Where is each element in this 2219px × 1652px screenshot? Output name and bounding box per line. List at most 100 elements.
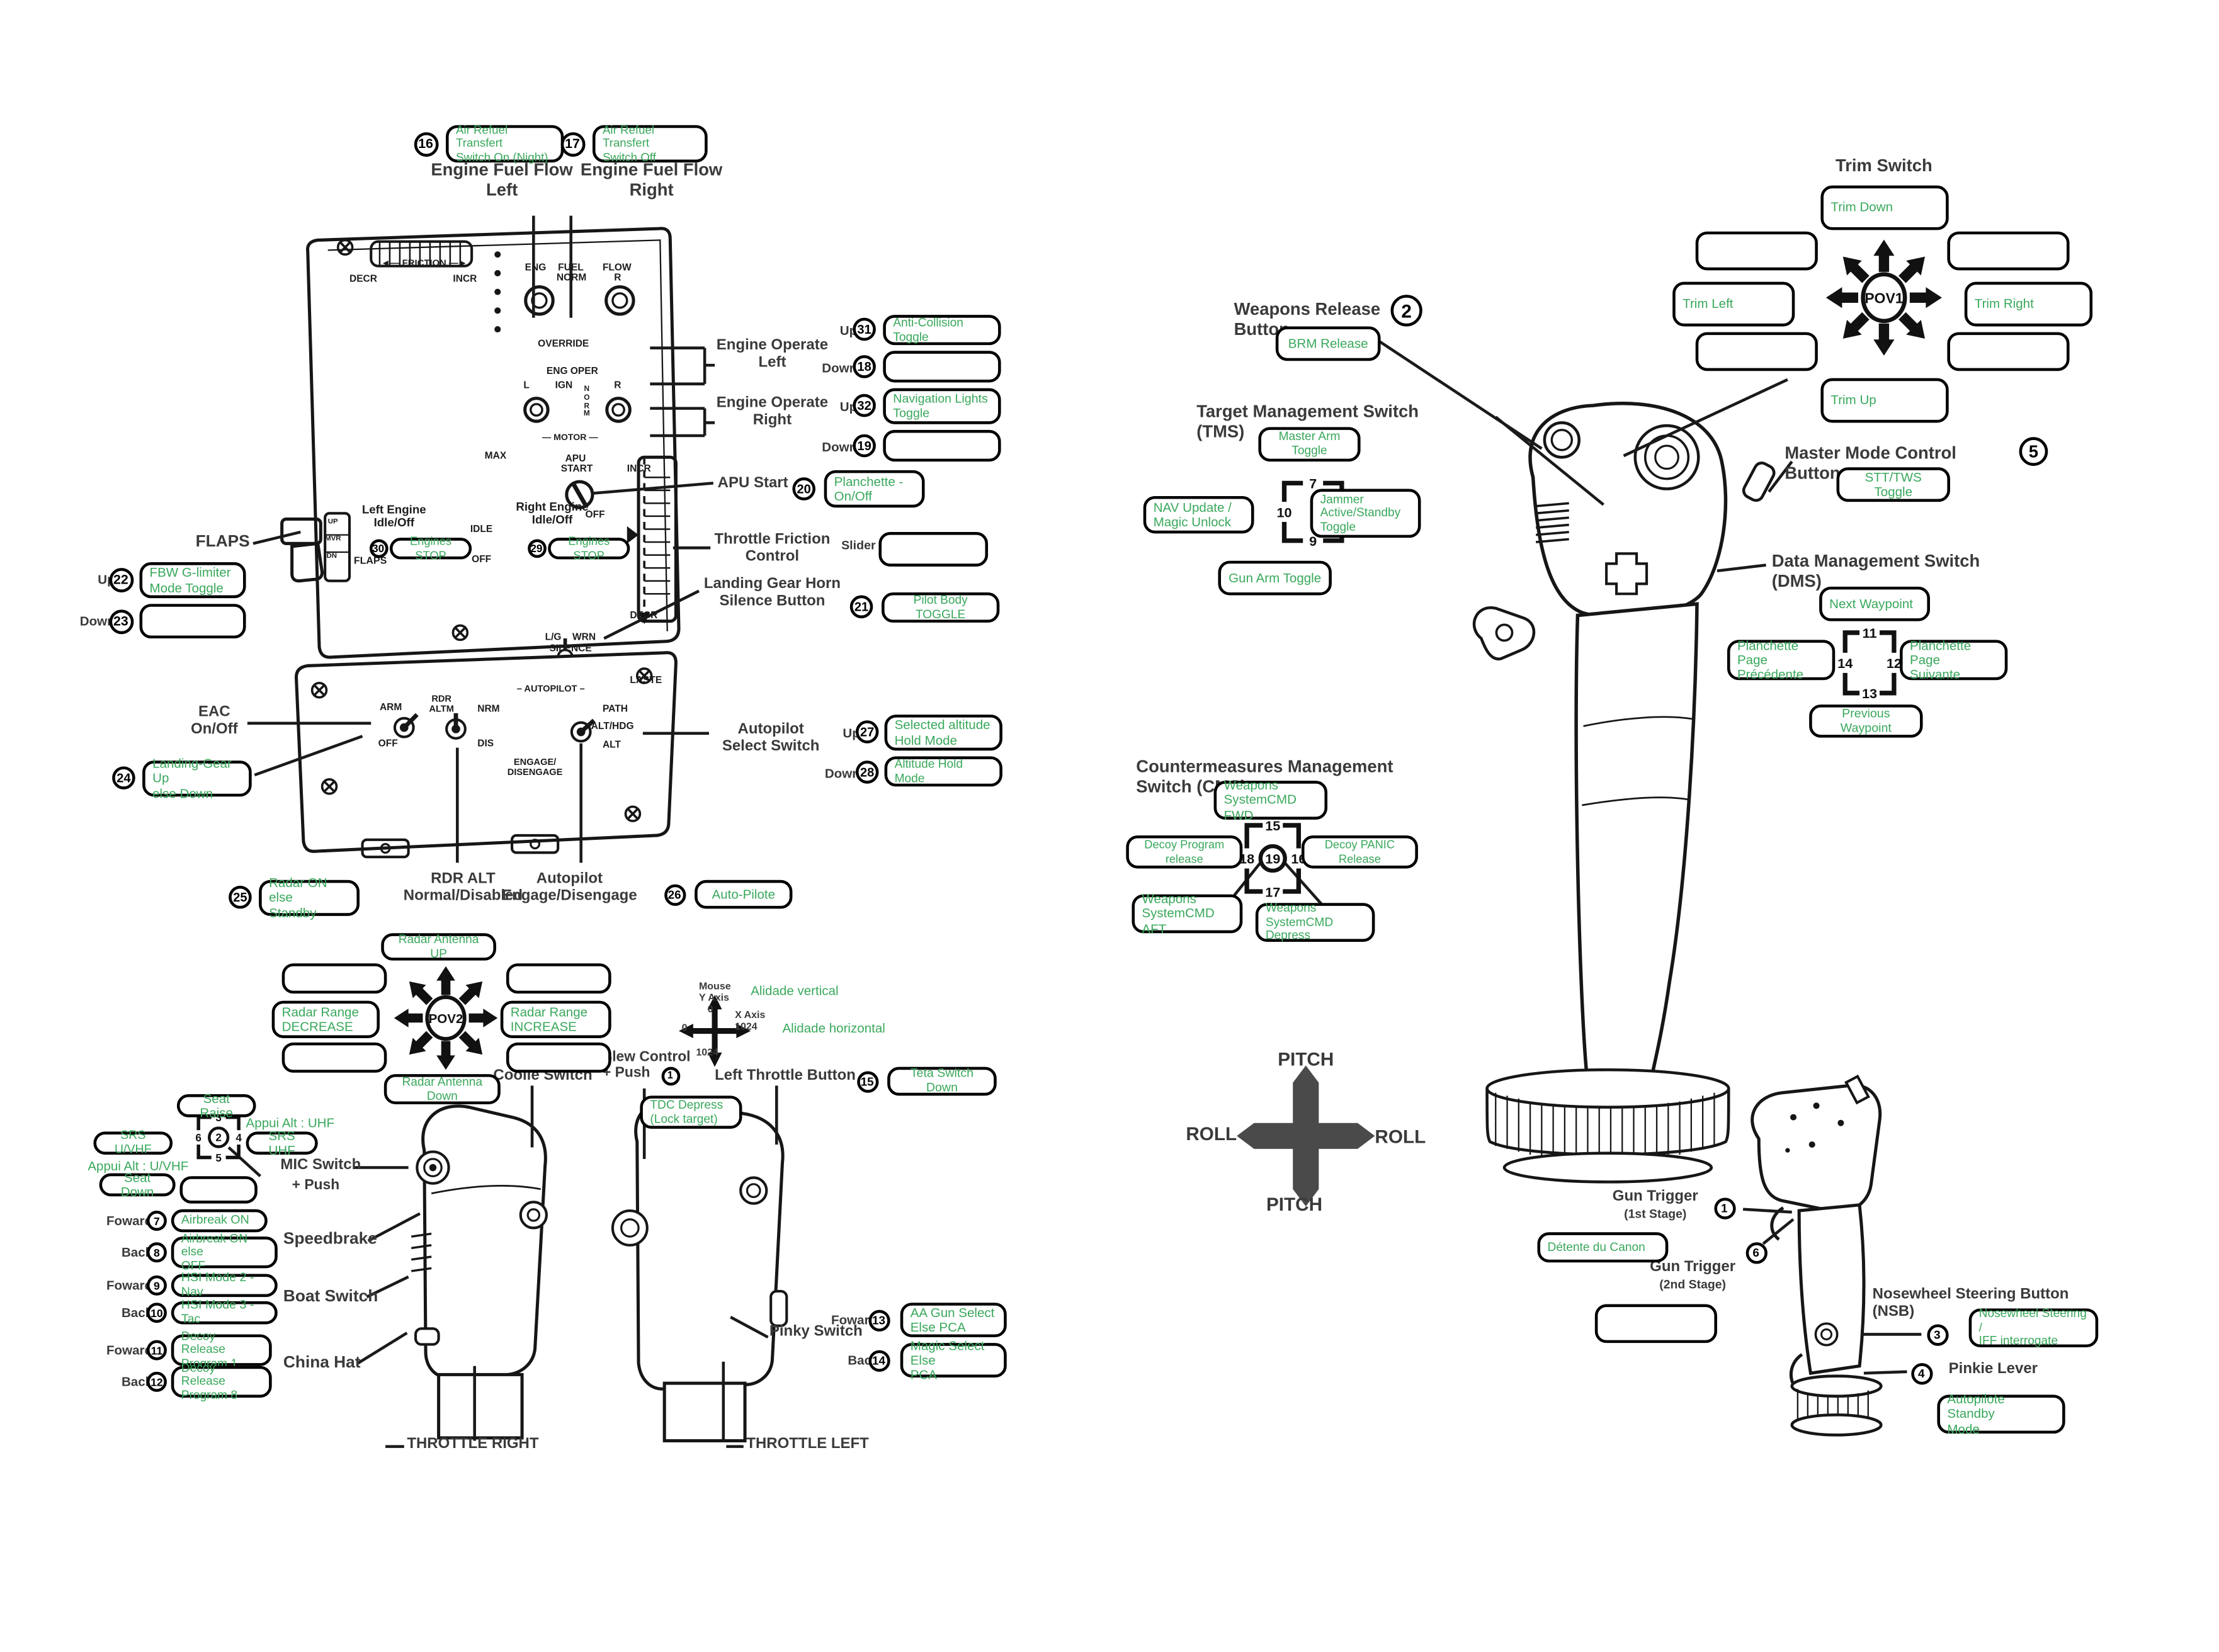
label-arm: ARM <box>379 703 402 713</box>
connector-line <box>1494 416 1604 506</box>
box-planchette-prec: Planchette Page Précédente <box>1727 638 1836 682</box>
box-alt-hold: Altitude Hold Mode <box>884 756 1002 787</box>
badge-12: 12 <box>146 1371 167 1392</box>
badge-1: 1 <box>661 1066 680 1085</box>
label-down-28: Down <box>824 766 860 781</box>
mic-bracket-bottom: 5 <box>215 1152 222 1164</box>
empty-box-mic-empty <box>179 1176 258 1204</box>
label-appui-alt-uvhf: Appui Alt : U/VHF <box>88 1158 189 1174</box>
label-back-10: Back <box>121 1305 153 1320</box>
dms-bracket-bottom: 13 <box>1862 686 1877 701</box>
mic-bracket-left: 6 <box>195 1132 201 1144</box>
empty-box-pov2-ne-empty <box>506 963 611 994</box>
label-dms-title: Data Management Switch (DMS) <box>1771 550 1980 591</box>
label-foward-11: Foward <box>106 1343 153 1358</box>
badge-19: 19 <box>853 434 876 458</box>
empty-box-empty-18 <box>883 351 1001 383</box>
label-flaps: FLAPS <box>195 533 250 551</box>
box-fbw-glimiter: FBW G-limiter Mode Toggle <box>139 562 246 599</box>
label-down-19: Down <box>822 439 858 455</box>
label-eng: ENG <box>525 263 547 273</box>
connector-line <box>366 1276 409 1299</box>
label-apu: APU <box>565 454 586 465</box>
dms-bracket-left: 14 <box>1837 655 1853 671</box>
tms-bracket-left: 10 <box>1276 504 1291 520</box>
empty-box-pov2-sw-empty <box>281 1042 387 1073</box>
label-pitch-bottom: PITCH <box>1266 1193 1323 1215</box>
label-china-hat: China Hat <box>283 1354 361 1372</box>
label-x-zero: 0 <box>681 1024 688 1034</box>
label-engine-operate-right: Engine Operate Right <box>716 393 829 429</box>
badge-24: 24 <box>112 766 135 789</box>
label-autopilot-select: Autopilot Select Switch <box>722 720 820 755</box>
label-start: START <box>560 464 593 475</box>
label-eac-onoff: EAC On/Off <box>190 703 238 738</box>
box-gun-arm: Gun Arm Toggle <box>1218 560 1332 596</box>
label-down-18: Down <box>822 361 858 376</box>
box-engines-stop-left: Engines STOP <box>389 536 472 562</box>
box-planchette-suiv: Planchette Page Suivante <box>1900 638 2008 682</box>
empty-box-empty-friction <box>878 532 989 567</box>
label-speedbrake: Speedbrake <box>283 1231 377 1248</box>
box-trim-up: Trim Up <box>1820 378 1949 423</box>
empty-box-trim-sw-empty <box>1695 332 1818 371</box>
badge-30: 30 <box>368 538 388 558</box>
label-trim-switch: Trim Switch <box>1835 155 1932 176</box>
label-flow: FLOW <box>602 263 632 273</box>
badge-15: 15 <box>856 1070 878 1092</box>
label-appui-alt-uhf: Appui Alt : UHF <box>246 1116 335 1131</box>
box-anti-collision: Anti-Collision Toggle <box>883 315 1001 346</box>
badge-13: 13 <box>868 1309 890 1331</box>
label-lg: L/G <box>545 632 562 643</box>
box-master-arm: Master Arm Toggle <box>1258 427 1361 462</box>
box-srs-uhf: SRS UHF <box>246 1128 318 1158</box>
label-x-axis-1024: X Axis 1024 <box>735 1010 766 1032</box>
label-decr-2: DECR <box>630 611 658 621</box>
box-hsi-mode3: HSI Mode 3 - Tac <box>171 1298 278 1326</box>
badge-29: 29 <box>527 538 546 558</box>
label-off-mid: OFF <box>472 555 492 565</box>
box-aa-gun-select: AA Gun Select Else PCA <box>900 1303 1007 1338</box>
connector-line <box>1863 1370 1907 1375</box>
box-nav-update: NAV Update / Magic Unlock <box>1143 495 1254 534</box>
box-sel-alt-hold: Selected altitude Hold Mode <box>884 715 1002 751</box>
box-seat-down: Seat Down <box>99 1170 176 1199</box>
badge-17: 17 <box>560 131 585 156</box>
box-air-refuel-off: Air Refuel Transfert Switch Off <box>592 123 708 164</box>
mic-bracket-right: 4 <box>236 1132 242 1144</box>
empty-box-pov2-se-empty <box>506 1042 611 1073</box>
badge-22: 22 <box>108 567 133 592</box>
badge-18: 18 <box>853 355 876 378</box>
joystick-illustration <box>1472 402 1776 1184</box>
label-roll-right: ROLL <box>1375 1126 1426 1148</box>
mic-bracket-top: 3 <box>215 1112 222 1124</box>
badge-32: 32 <box>853 393 876 417</box>
badge-3: 3 <box>1926 1323 1948 1345</box>
badge-26: 26 <box>664 883 686 905</box>
svg-text:POV2: POV2 <box>429 1012 463 1026</box>
label-left-engine: Left Engine Idle/Off <box>361 503 426 529</box>
connector-line <box>1762 1218 1795 1245</box>
label-engine-operate-left: Engine Operate Left <box>716 336 829 371</box>
badge-1: 1 <box>1713 1197 1735 1219</box>
label-dis: DIS <box>477 738 494 749</box>
box-radar-range-dec: Radar Range DECREASE <box>271 1000 380 1038</box>
label-left-throttle-button: Left Throttle Button <box>715 1066 856 1085</box>
label-r-1: R <box>614 273 621 283</box>
label-laste: LASTE <box>630 676 662 686</box>
label-idle: IDLE <box>470 524 493 535</box>
label-throttle-left: THROTTLE LEFT <box>746 1435 869 1452</box>
badge-16: 16 <box>413 131 438 156</box>
label-ign: IGN <box>555 381 573 392</box>
connector-line <box>594 482 714 495</box>
box-airbreak-on: Airbreak ON <box>171 1209 268 1233</box>
empty-box-empty-19 <box>883 429 1001 462</box>
label-engage: ENGAGE/ DISENGAGE <box>507 757 563 778</box>
box-decoy-prog1: Decoy Release Program 1 <box>171 1328 272 1370</box>
label-wrn: WRN <box>572 632 596 643</box>
badge-9: 9 <box>146 1275 167 1296</box>
empty-box-empty-23 <box>139 604 246 639</box>
